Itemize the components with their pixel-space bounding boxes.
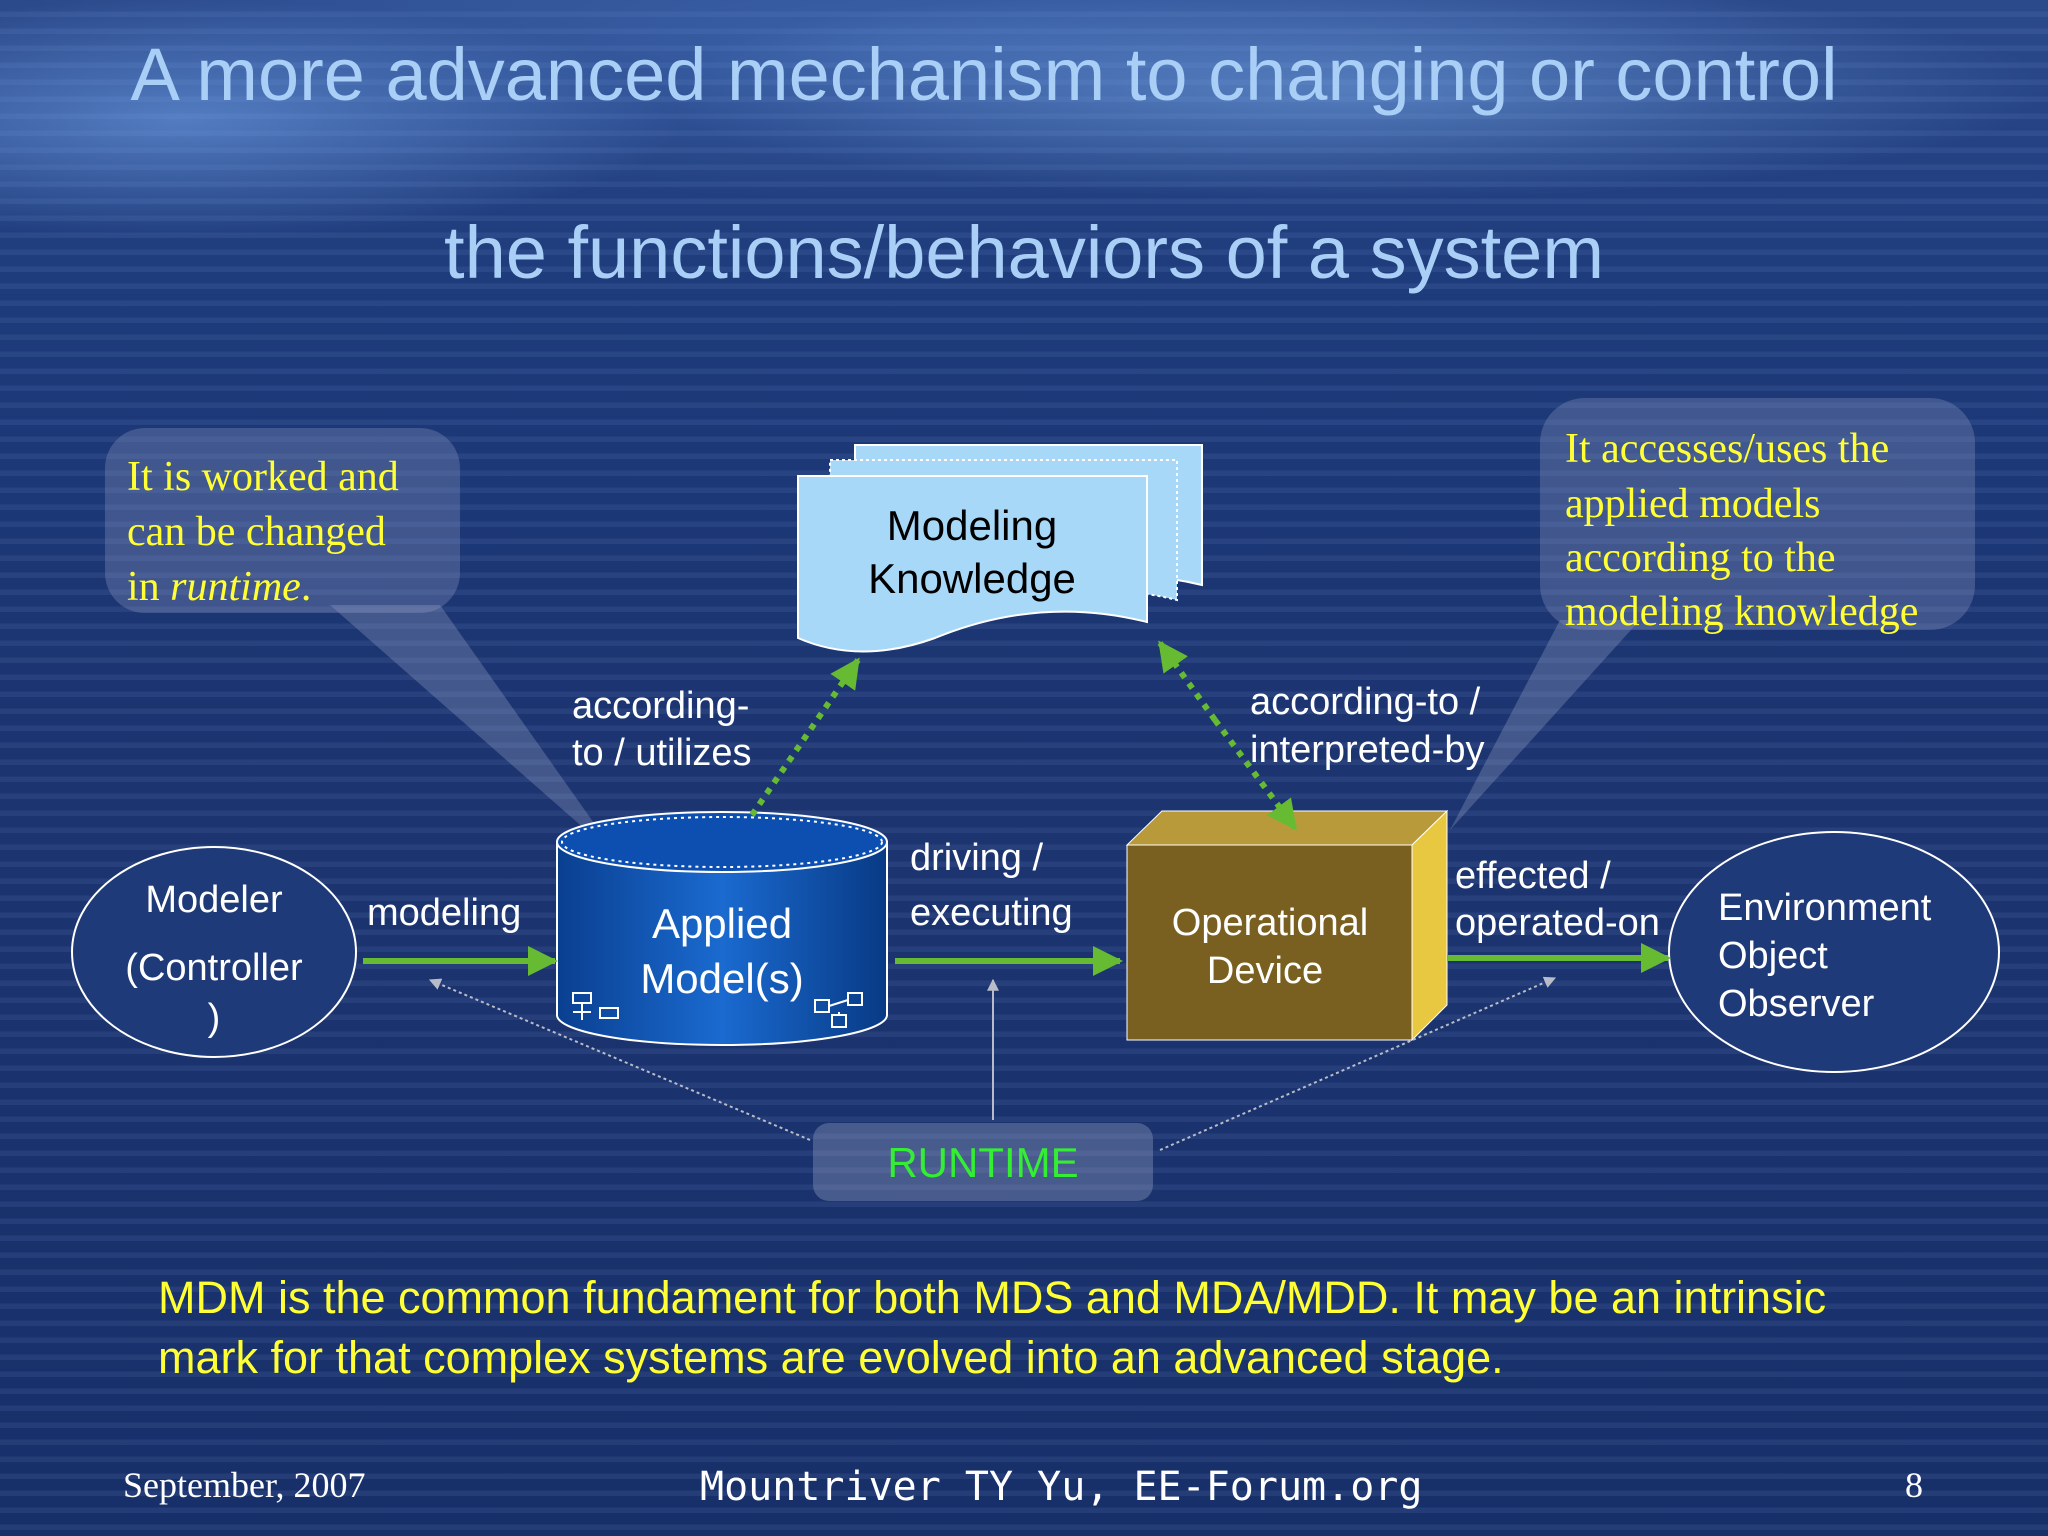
arrow-interpreted-by bbox=[1212, 718, 1298, 831]
environment-line3: Observer bbox=[1718, 983, 1875, 1025]
slide-title-line2: the functions/behaviors of a system bbox=[444, 211, 1604, 294]
modeler-line3: ) bbox=[208, 997, 221, 1039]
label-according-to-interpreted-line1: according-to / bbox=[1250, 681, 1481, 723]
callout-left: It is worked and can be changed in runti… bbox=[105, 428, 620, 860]
applied-models-line2: Model(s) bbox=[640, 955, 803, 1002]
label-effected-line1: effected / bbox=[1455, 855, 1611, 897]
modeling-knowledge-node: Modeling Knowledge bbox=[797, 444, 1203, 653]
class-diagram-icon bbox=[572, 992, 619, 1020]
callout-right-line4: modeling knowledge bbox=[1565, 589, 1918, 635]
operational-device-line1: Operational bbox=[1172, 902, 1368, 944]
callout-left-line1: It is worked and bbox=[127, 454, 399, 500]
label-modeling: modeling bbox=[367, 892, 521, 934]
applied-models-line1: Applied bbox=[652, 900, 792, 947]
arrow-according-to-utilizes bbox=[749, 657, 861, 817]
callout-right-box bbox=[1540, 398, 1975, 630]
callout-right-pointer bbox=[1450, 620, 1640, 830]
environment-line2: Object bbox=[1718, 935, 1828, 977]
callout-left-line3: in runtime. bbox=[127, 564, 311, 610]
callout-left-box bbox=[105, 428, 460, 613]
label-according-to-utilizes-line1: according- bbox=[572, 685, 749, 727]
label-according-to-utilizes-line2: to / utilizes bbox=[572, 732, 752, 774]
modeling-knowledge-line1: Modeling bbox=[887, 502, 1057, 549]
callout-left-pointer bbox=[330, 605, 620, 860]
footer-author: Mountriver TY Yu, EE-Forum.org bbox=[700, 1464, 1423, 1510]
summary-text: MDM is the common fundament for both MDS… bbox=[158, 1272, 1827, 1383]
label-driving-line1: driving / bbox=[910, 837, 1043, 879]
callout-right-line2: applied models bbox=[1565, 481, 1820, 527]
hierarchy-diagram-icon bbox=[814, 992, 863, 1028]
modeler-line2: (Controller bbox=[125, 947, 303, 989]
modeler-node: Modeler (Controller ) bbox=[71, 846, 357, 1058]
callout-left-line2: can be changed bbox=[127, 509, 386, 555]
footer-date: September, 2007 bbox=[123, 1465, 366, 1505]
callout-right: It accesses/uses the applied models acco… bbox=[1450, 398, 1975, 830]
environment-line1: Environment bbox=[1718, 887, 1932, 929]
slide-title-line1: A more advanced mechanism to changing or… bbox=[130, 33, 1838, 116]
arrow-to-knowledge-from-device bbox=[1157, 640, 1218, 722]
label-driving-line2: executing bbox=[910, 892, 1073, 934]
operational-device-line2: Device bbox=[1207, 950, 1323, 992]
label-effected-line2: operated-on bbox=[1455, 902, 1660, 944]
modeler-line1: Modeler bbox=[145, 879, 283, 921]
runtime-box bbox=[813, 1123, 1153, 1201]
label-according-to-interpreted-line2: interpreted-by bbox=[1250, 729, 1484, 771]
footer-page-number: 8 bbox=[1905, 1465, 1923, 1505]
runtime-label: RUNTIME bbox=[887, 1139, 1078, 1186]
operational-device-node: Operational Device bbox=[1125, 809, 1449, 1042]
runtime-connector-left bbox=[428, 978, 811, 1141]
modeling-knowledge-line2: Knowledge bbox=[868, 555, 1076, 602]
callout-right-line3: according to the bbox=[1565, 535, 1836, 581]
callout-right-line1: It accesses/uses the bbox=[1565, 426, 1889, 472]
applied-models-node: Applied Model(s) bbox=[556, 811, 888, 1046]
slide-background-glow bbox=[0, 0, 2048, 420]
environment-node: Environment Object Observer bbox=[1668, 831, 2000, 1073]
